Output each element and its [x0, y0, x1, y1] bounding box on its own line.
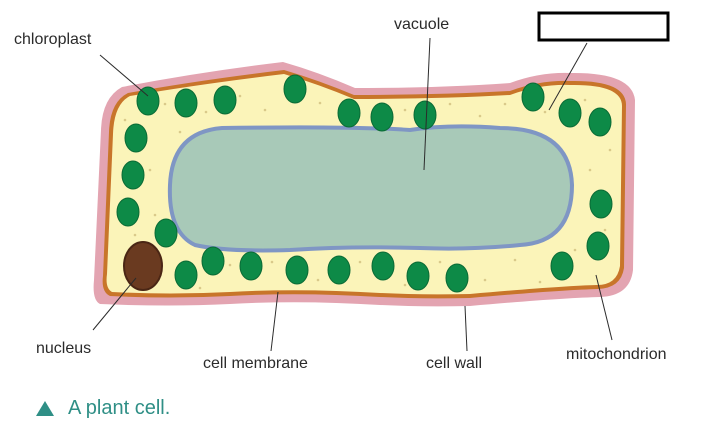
triangle-marker-icon — [36, 401, 54, 416]
chloroplast-leader-line — [99, 54, 149, 97]
chloroplast-label: chloroplast — [14, 31, 92, 48]
vacuole-leader-line — [423, 37, 431, 171]
cell-wall-leader-line — [464, 305, 468, 352]
vacuole — [167, 124, 575, 253]
vacuole-label: vacuole — [394, 16, 449, 33]
nucleus-leader-line — [92, 277, 137, 331]
cell-membrane-label: cell membrane — [203, 355, 308, 372]
cytoplasm-granules — [123, 94, 612, 290]
chloroplasts — [116, 74, 613, 293]
blank-label-box[interactable] — [537, 11, 670, 42]
nucleus — [123, 241, 163, 291]
blank-label-leader-line — [548, 42, 588, 111]
caption-text: A plant cell. — [68, 397, 171, 419]
nucleus-label: nucleus — [36, 340, 91, 357]
mitochondrion-leader-line — [595, 274, 613, 341]
cell-membrane-leader-line — [270, 291, 279, 352]
cell-wall-label: cell wall — [426, 355, 482, 372]
figure-caption: A plant cell. — [36, 397, 170, 420]
mitochondrion-label: mitochondrion — [566, 346, 667, 363]
